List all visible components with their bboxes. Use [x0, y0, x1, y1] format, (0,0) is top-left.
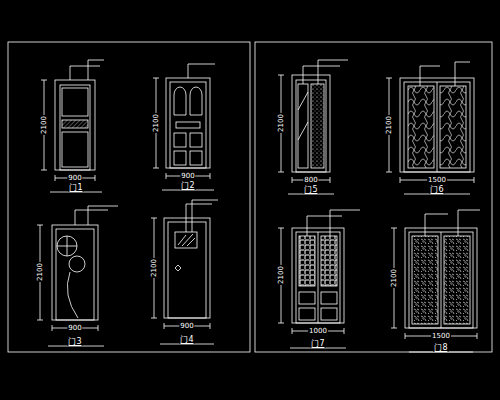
- door-caption: 门5: [303, 186, 318, 194]
- door-caption: 门8: [433, 344, 448, 352]
- dimension-text: 900: [67, 175, 82, 182]
- dimension-text: 2100: [41, 115, 48, 135]
- dimension-text: 900: [180, 173, 195, 180]
- door-caption: 门3: [67, 338, 82, 346]
- dimension-text: 1500: [431, 333, 451, 340]
- dimension-text: 1000: [308, 328, 328, 335]
- dimension-text: 2100: [386, 115, 393, 135]
- dimension-text: 2100: [153, 113, 160, 133]
- dimension-text: 2100: [151, 258, 158, 278]
- door-caption: 门2: [180, 182, 195, 190]
- dimension-text: 2100: [278, 265, 285, 285]
- door-caption: 门7: [310, 340, 325, 348]
- dimension-text: 2100: [278, 113, 285, 133]
- dimension-text: 1500: [427, 177, 447, 184]
- dimension-text: 900: [67, 325, 82, 332]
- dimension-text: 2100: [37, 262, 44, 282]
- door-caption: 门4: [179, 336, 194, 344]
- dimension-text: 800: [303, 177, 318, 184]
- dimension-text: 2100: [391, 268, 398, 288]
- door-caption: 门6: [429, 186, 444, 194]
- dimension-text: 900: [179, 323, 194, 330]
- door-caption: 门1: [68, 184, 83, 192]
